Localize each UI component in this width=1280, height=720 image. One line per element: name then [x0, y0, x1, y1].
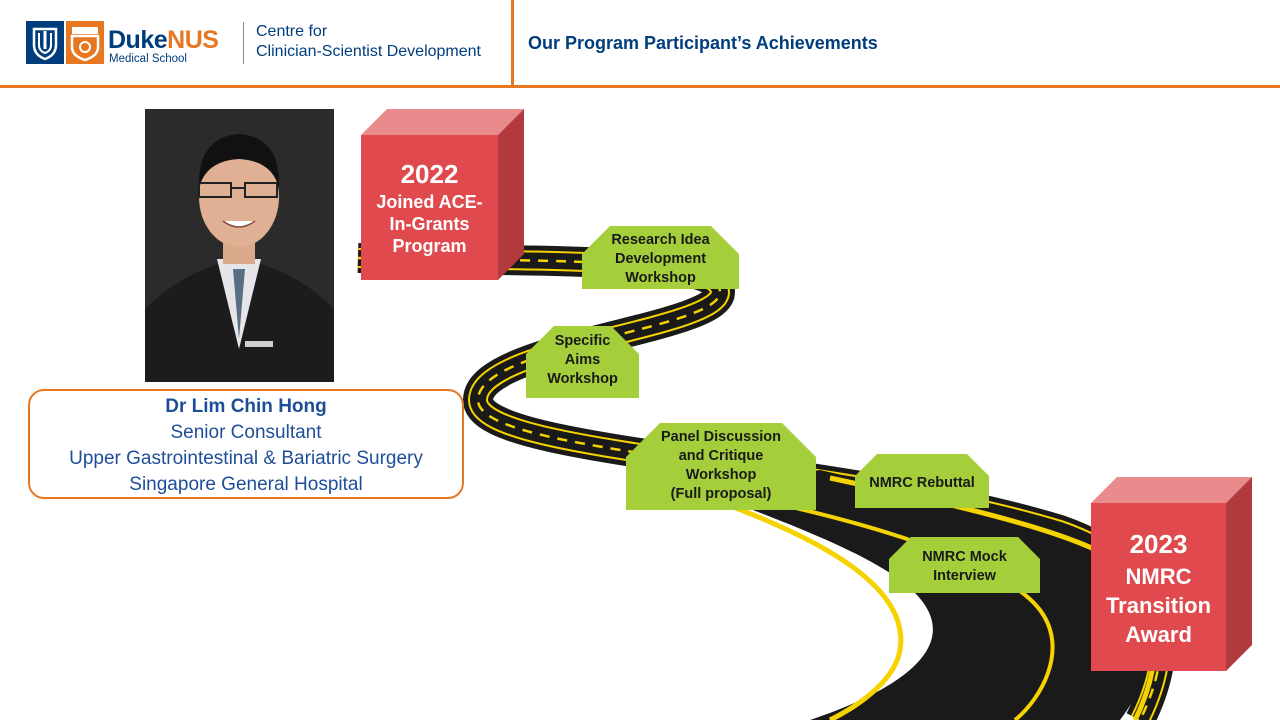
- milestone-2022-label: Joined ACE- In-Grants Program: [376, 192, 483, 256]
- medical-school-text: Medical School: [109, 53, 187, 65]
- dukenus-logo-text: DukeNUS: [108, 26, 219, 54]
- logo-divider: [243, 22, 244, 64]
- milestone-2023-label: NMRC Transition Award: [1105, 564, 1212, 647]
- profile-department: Upper Gastrointestinal & Bariatric Surge…: [69, 448, 423, 469]
- profile-role: Senior Consultant: [170, 422, 322, 443]
- step-specific-aims-workshop: Specific Aims Workshop: [526, 326, 639, 398]
- nus-crest-icon: [66, 21, 104, 64]
- centre-name: Centre for Clinician-Scientist Developme…: [256, 22, 481, 62]
- step-panel-discussion-workshop: Panel Discussion and Critique Workshop (…: [626, 423, 816, 510]
- milestone-2022-year: 2022: [400, 159, 459, 189]
- profile-name: Dr Lim Chin Hong: [165, 396, 327, 417]
- milestone-2023-cube: 2023 NMRC Transition Award: [1091, 477, 1252, 671]
- header-bar: DukeNUS Medical School Centre for Clinic…: [0, 0, 1280, 86]
- profile-photo: [145, 109, 334, 382]
- step-nmrc-mock-interview: NMRC Mock Interview: [889, 537, 1040, 593]
- header-rule: [0, 85, 1280, 88]
- profile-card: Dr Lim Chin Hong Senior Consultant Upper…: [28, 389, 464, 499]
- step-nmrc-rebuttal: NMRC Rebuttal: [855, 454, 989, 508]
- step-research-idea-workshop: Research Idea Development Workshop: [582, 226, 739, 289]
- centre-name-line1: Centre for: [256, 23, 328, 40]
- milestone-2023-year: 2023: [1129, 529, 1188, 559]
- profile-hospital: Singapore General Hospital: [129, 474, 363, 495]
- milestone-2022-cube: 2022 Joined ACE- In-Grants Program: [361, 109, 524, 280]
- page-title: Our Program Participant’s Achievements: [528, 33, 878, 53]
- duke-shield-icon: [26, 21, 64, 64]
- centre-name-line2: Clinician-Scientist Development: [256, 43, 481, 60]
- header-divider: [511, 0, 514, 86]
